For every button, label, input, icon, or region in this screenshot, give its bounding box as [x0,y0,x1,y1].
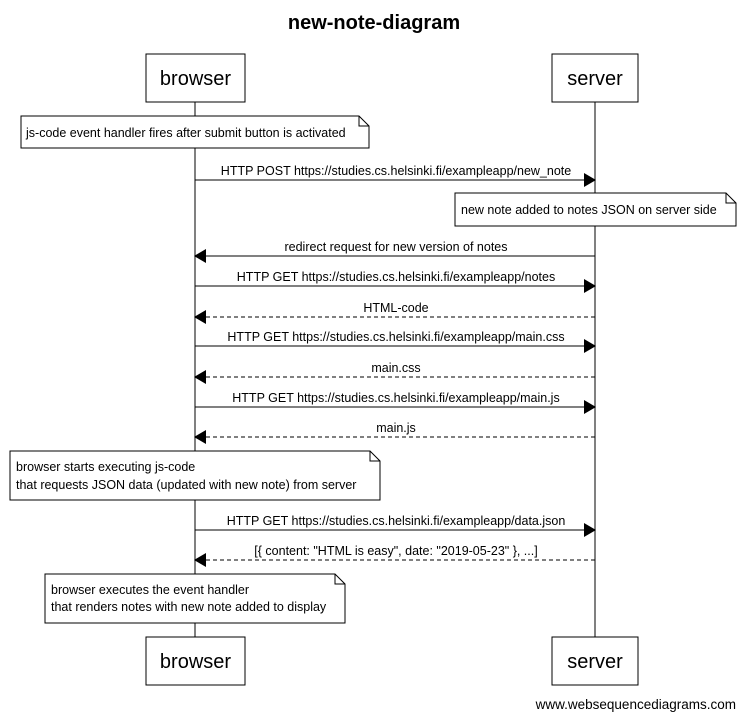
actor-label-browser: browser [160,651,231,673]
actor-server-bottom: server [551,636,639,686]
actor-browser-top: browser [145,53,246,103]
message-arrow: HTTP GET https://studies.cs.helsinki.fi/… [195,391,596,414]
footer-watermark: www.websequencediagrams.com [535,697,736,712]
actor-label-server: server [567,68,623,90]
note: browser executes the event handler that … [44,573,346,624]
note: browser starts executing js-code that re… [9,450,381,501]
message-label: HTTP POST https://studies.cs.helsinki.fi… [221,164,571,178]
diagram-title: new-note-diagram [288,12,460,34]
message-label: main.css [371,361,420,375]
message-arrow: HTTP GET https://studies.cs.helsinki.fi/… [195,514,596,537]
actor-label-browser: browser [160,68,231,90]
note-text: browser executes the event handler [51,583,249,597]
message-label: HTTP GET https://studies.cs.helsinki.fi/… [232,391,559,405]
message-arrow: HTTP POST https://studies.cs.helsinki.fi… [195,164,596,187]
actor-label-server: server [567,651,623,673]
message-label: HTTP GET https://studies.cs.helsinki.fi/… [227,514,566,528]
note: js-code event handler fires after submit… [20,115,370,149]
note-text: that requests JSON data (updated with ne… [16,478,356,492]
actor-server-top: server [551,53,639,103]
message-label: redirect request for new version of note… [284,240,507,254]
message-arrow: redirect request for new version of note… [194,240,595,263]
message-label: HTML-code [363,301,428,315]
note-text: js-code event handler fires after submit… [25,126,346,140]
message-arrow: HTTP GET https://studies.cs.helsinki.fi/… [195,330,596,353]
message-arrow: HTML-code [194,301,595,324]
message-label: HTTP GET https://studies.cs.helsinki.fi/… [227,330,564,344]
note-text: that renders notes with new note added t… [51,600,327,614]
message-label: main.js [376,421,416,435]
message-arrow: main.js [194,421,595,444]
message-arrow: HTTP GET https://studies.cs.helsinki.fi/… [195,270,596,293]
message-label: [{ content: "HTML is easy", date: "2019-… [254,544,537,558]
message-arrow: [{ content: "HTML is easy", date: "2019-… [194,544,595,567]
message-arrow: main.css [194,361,595,384]
message-label: HTTP GET https://studies.cs.helsinki.fi/… [237,270,555,284]
note-text: new note added to notes JSON on server s… [461,203,717,217]
actor-browser-bottom: browser [145,636,246,686]
note-text: browser starts executing js-code [16,460,195,474]
note: new note added to notes JSON on server s… [454,192,737,227]
